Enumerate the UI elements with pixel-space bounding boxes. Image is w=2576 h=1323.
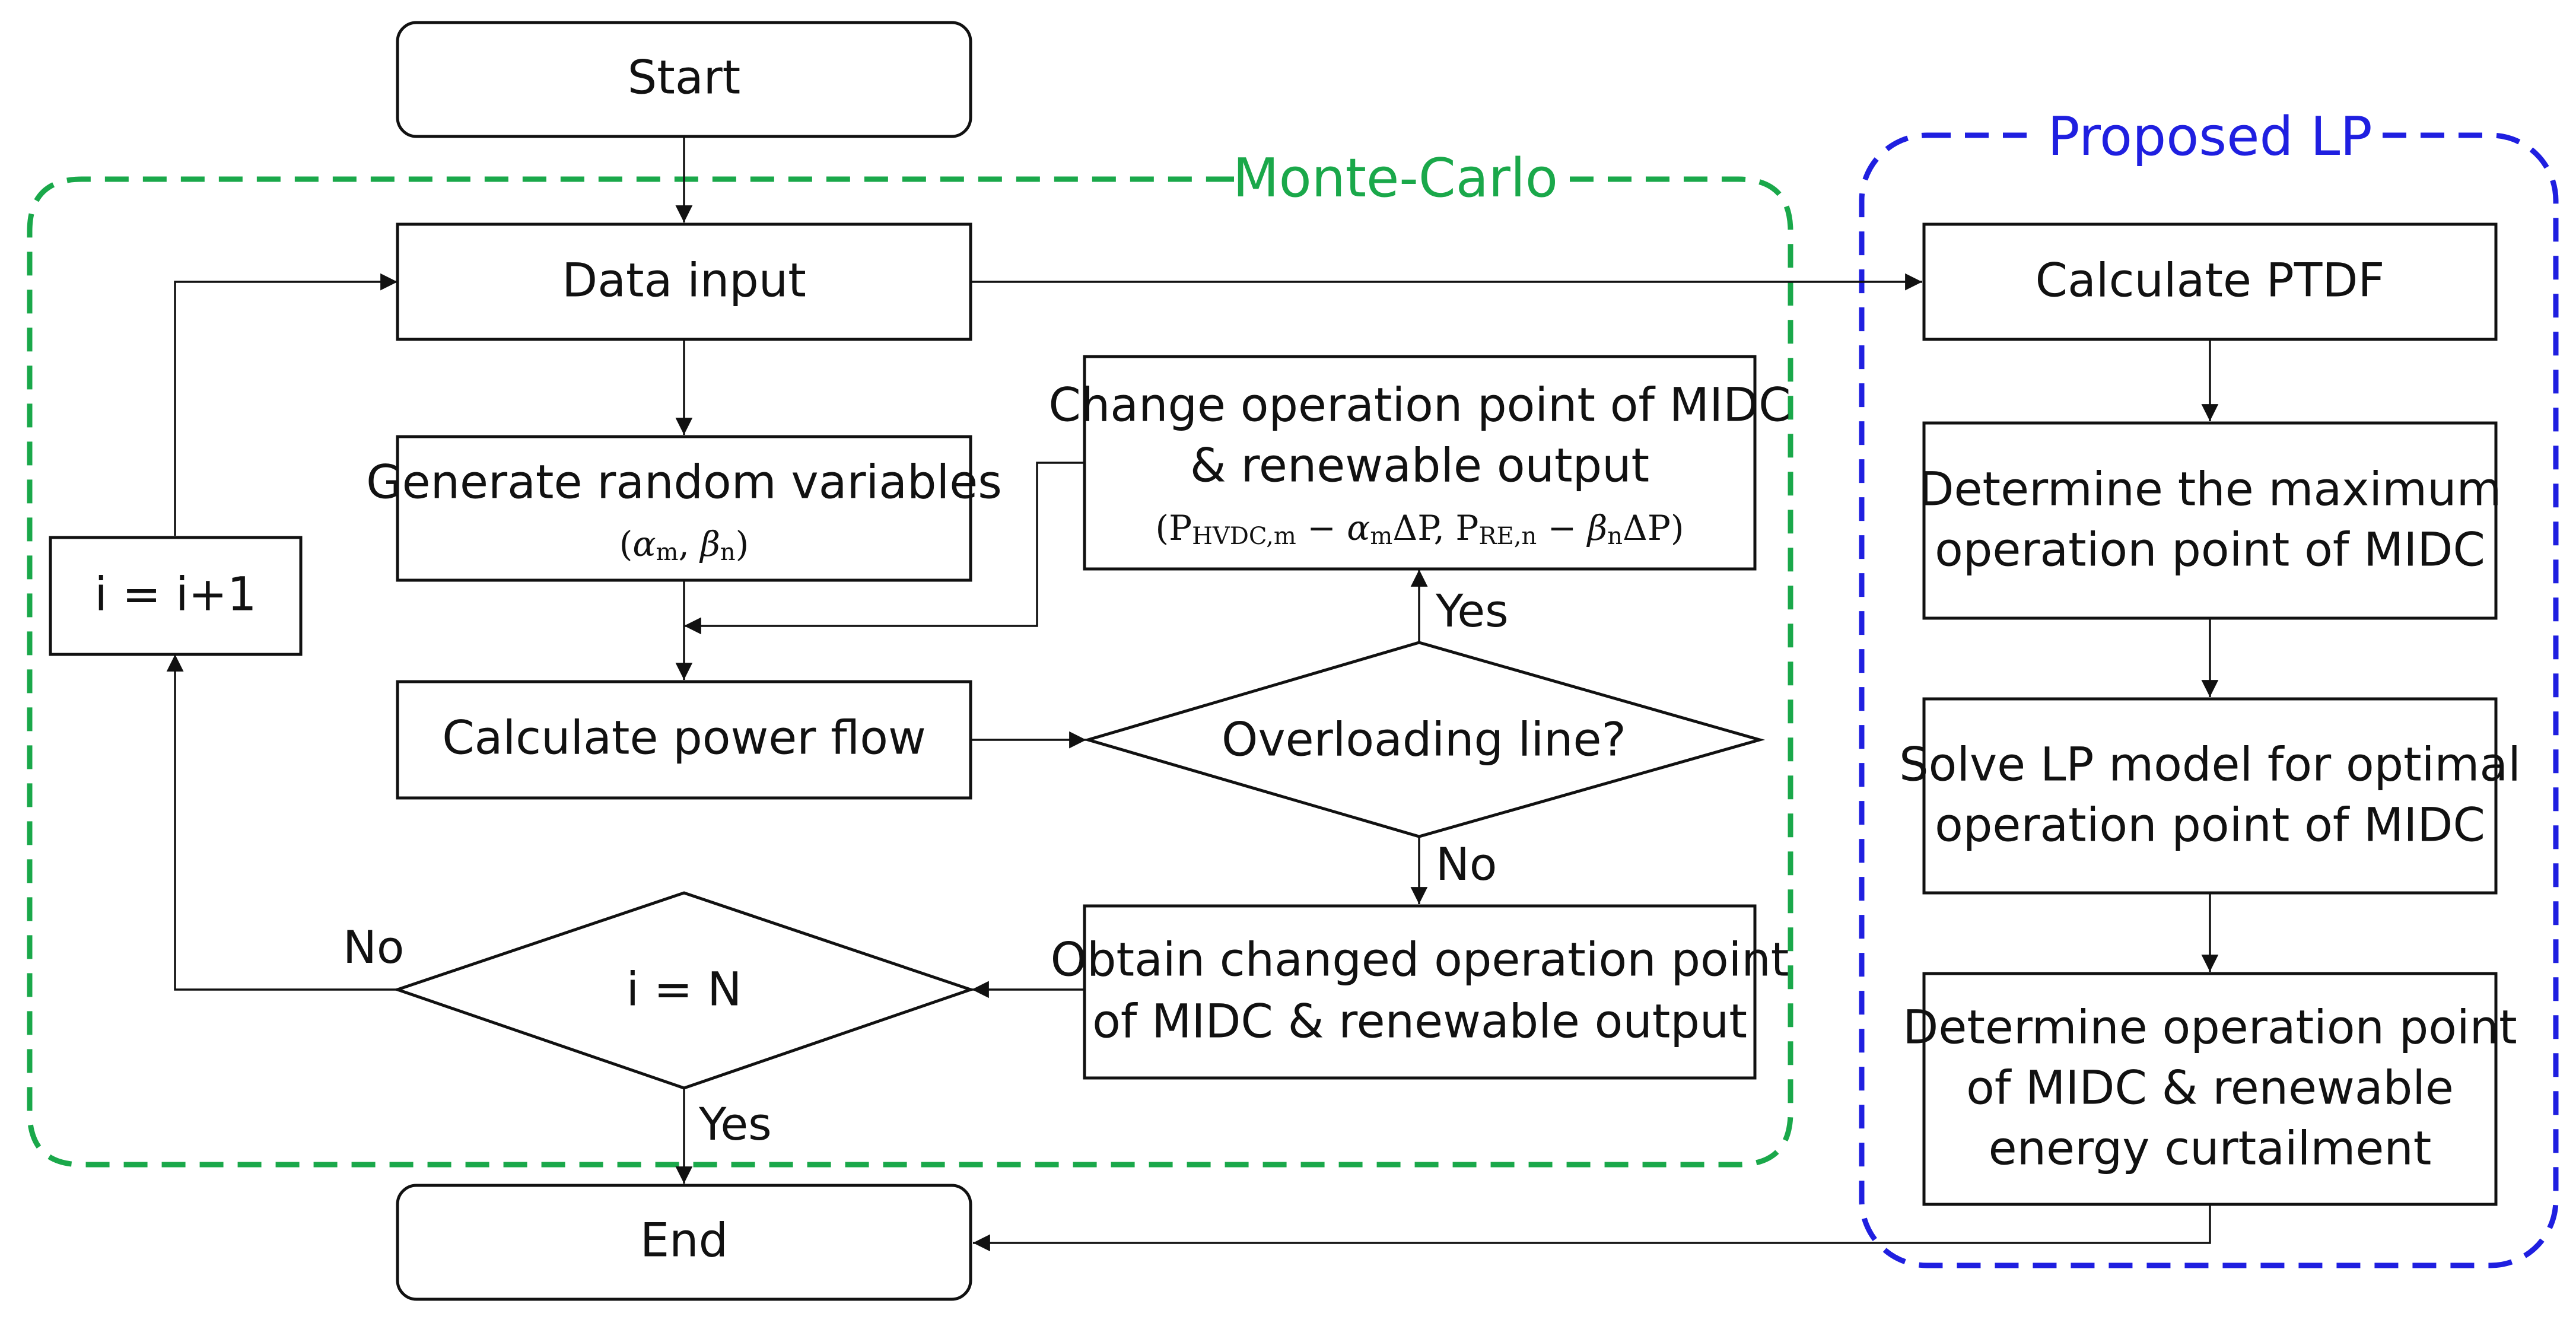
proposed-lp-group: Proposed LP	[1859, 106, 2559, 1268]
determine-op-label-1: Determine operation point	[1903, 1001, 2517, 1054]
change-label-1: Change operation point of MIDC	[1048, 379, 1791, 432]
data-input-node: Data input	[396, 222, 972, 341]
counter-check-label: i = N	[626, 963, 742, 1016]
arrow-increment-to-data	[174, 273, 397, 536]
overloading-label: Overloading line?	[1222, 713, 1626, 767]
change-node: Change operation point of MIDC & renewab…	[1048, 355, 1791, 571]
generate-subscript: (αm, βn)	[619, 524, 749, 566]
arrow-check-no	[166, 654, 397, 991]
end-node: End	[396, 1184, 972, 1301]
solve-lp-label-2: operation point of MIDC	[1935, 799, 2485, 852]
determine-max-label-1: Determine the maximum	[1919, 463, 2502, 516]
change-formula: (PHVDC,m − αmΔP, PRE,n − βnΔP)	[1155, 508, 1684, 550]
calc-ptdf-node: Calculate PTDF	[1922, 222, 2498, 341]
arrow-determine-to-end	[973, 1204, 2211, 1252]
calc-flow-node: Calculate power flow	[396, 680, 972, 800]
monte-carlo-title-bg	[1234, 148, 1566, 214]
increment-node: i = i+1	[49, 536, 303, 656]
determine-max-node: Determine the maximum operation point of…	[1919, 421, 2502, 620]
arrow-change-to-merge	[684, 462, 1085, 635]
determine-op-label-2: of MIDC & renewable	[1966, 1061, 2454, 1115]
edge-labels: Yes No No Yes	[343, 584, 1509, 1150]
solve-lp-label-1: Solve LP model for optimal	[1899, 738, 2521, 791]
connectors	[166, 136, 2219, 1252]
overload-no-label: No	[1436, 838, 1497, 891]
determine-op-node: Determine operation point of MIDC & rene…	[1903, 972, 2517, 1206]
increment-label: i = i+1	[94, 568, 256, 621]
generate-label: Generate random variables	[366, 456, 1002, 509]
obtain-label-1: Obtain changed operation point	[1051, 933, 1789, 987]
proposed-lp-title-bg	[2041, 107, 2379, 172]
obtain-node: Obtain changed operation point of MIDC &…	[1051, 904, 1789, 1080]
calc-flow-label: Calculate power flow	[442, 711, 926, 765]
generate-node: Generate random variables (αm, βn)	[366, 435, 1002, 582]
overloading-node: Overloading line?	[1083, 641, 1766, 838]
proposed-lp-title: Proposed LP	[2047, 106, 2372, 168]
check-yes-label: Yes	[698, 1098, 772, 1150]
data-input-label: Data input	[562, 254, 806, 307]
start-node: Start	[396, 21, 972, 138]
determine-max-label-2: operation point of MIDC	[1935, 523, 2485, 577]
overload-yes-label: Yes	[1435, 584, 1509, 637]
check-no-label: No	[343, 921, 404, 974]
determine-op-label-3: energy curtailment	[1989, 1122, 2432, 1175]
monte-carlo-group: Monte-Carlo	[27, 147, 1793, 1168]
change-label-2: & renewable output	[1190, 439, 1649, 492]
obtain-label-2: of MIDC & renewable output	[1092, 995, 1747, 1048]
end-label: End	[640, 1214, 728, 1267]
start-label: Start	[628, 51, 741, 104]
counter-check-node: i = N	[393, 891, 975, 1090]
solve-lp-node: Solve LP model for optimal operation poi…	[1899, 697, 2521, 895]
monte-carlo-title: Monte-Carlo	[1233, 147, 1558, 209]
calc-ptdf-label: Calculate PTDF	[2036, 254, 2385, 307]
